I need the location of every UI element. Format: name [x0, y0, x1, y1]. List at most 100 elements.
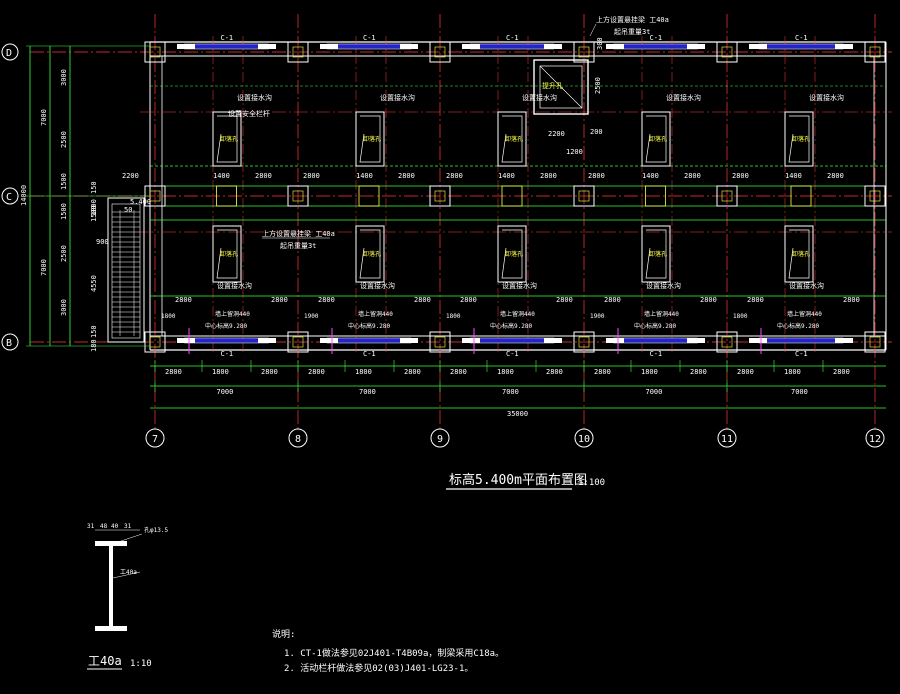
hoist-dim-2200: 2200: [548, 130, 565, 138]
notes-heading: 说明:: [272, 628, 295, 640]
opening-label: 卸落孔: [363, 250, 381, 258]
pipe-note: 墙上留洞440: [787, 310, 822, 318]
window-label: C-1: [221, 350, 234, 358]
dim-sub: 1800: [497, 368, 514, 376]
pipe-offset-dim: 1900: [304, 313, 319, 320]
window-label: C-1: [650, 350, 663, 358]
opening-box: [497, 225, 527, 283]
column-D11: [716, 41, 738, 63]
hoist-dim-200: 200: [590, 128, 603, 136]
grid-bubble-7: [145, 428, 165, 448]
column-core: [869, 190, 881, 202]
dim-left-inner: 3000: [60, 299, 68, 316]
pipe-note: 墙上留洞440: [644, 310, 679, 318]
window-frame: [606, 338, 624, 343]
equipment-pad: [358, 185, 380, 207]
pipe-note: 墙上留洞440: [358, 310, 393, 318]
railing-label: 设置安全栏杆: [228, 109, 270, 118]
dim-sub: 2800: [594, 368, 611, 376]
column-core: [149, 336, 161, 348]
column-D7: [144, 41, 166, 63]
dim-bay: 7000: [502, 388, 519, 396]
grid-bubble-label: 12: [869, 434, 881, 445]
opening-outline: [645, 229, 667, 279]
window-c1: [758, 337, 844, 344]
window-frame: [749, 338, 767, 343]
opening-box: [784, 111, 814, 167]
opening-label: 卸落孔: [792, 250, 810, 258]
window-label: C-1: [650, 34, 663, 42]
sec-profile-label: 工40a: [120, 569, 137, 576]
window-frame: [462, 338, 480, 343]
facility-label: 设置接水沟: [789, 281, 824, 290]
window-label: C-1: [363, 34, 376, 42]
opening-outline: [788, 115, 810, 163]
hoist-dim-300: 300: [596, 37, 604, 50]
grid-bubble-B: [1, 333, 19, 351]
window-frame: [687, 338, 705, 343]
sec-dim-48: 48: [100, 523, 108, 530]
dim-sub: 1800: [641, 368, 658, 376]
beam-note-mid-2: 起吊重量3t: [280, 242, 316, 250]
hoist-label: 提升孔: [542, 81, 563, 90]
opening-box: [784, 225, 814, 283]
equipment-pad: [790, 185, 812, 207]
dim-bay: 7000: [646, 388, 663, 396]
grid-bubble-label: 8: [295, 434, 301, 445]
column-C8: [287, 185, 309, 207]
dim-left-stair: 150: [90, 325, 98, 338]
window-frame: [749, 44, 767, 49]
dim-sub: 2800: [165, 368, 182, 376]
note-1: 1. CT-1做法参见02J401-T4B09a，制梁采用C18a。: [284, 647, 504, 659]
dim-bay: 7000: [791, 388, 808, 396]
dim-row: 2800: [732, 172, 749, 180]
equipment-pad: [216, 185, 237, 207]
column-core: [149, 46, 161, 58]
dim-row-lower: 2800: [604, 296, 621, 304]
dim-sub: 2800: [261, 368, 278, 376]
dim-stair: 900: [96, 238, 109, 246]
window-label: C-1: [506, 34, 519, 42]
opening-label: 卸落孔: [792, 135, 810, 143]
window-c1: [184, 43, 269, 50]
dim-row: 2800: [398, 172, 415, 180]
column-core: [292, 336, 304, 348]
column-core: [721, 190, 733, 202]
dim-row: 1400: [356, 172, 373, 180]
grid-bubble-label: 11: [721, 434, 733, 445]
dim-left-total: 14000: [20, 185, 28, 206]
opening-box: [497, 111, 527, 167]
dim-row: 2800: [540, 172, 557, 180]
dim-row-lower: 2800: [271, 296, 288, 304]
window-frame: [462, 44, 480, 49]
column-C11: [716, 185, 738, 207]
column-core: [578, 336, 590, 348]
opening-label: 卸落孔: [649, 250, 667, 258]
opening-outline: [501, 115, 523, 163]
column-core: [578, 46, 590, 58]
sec-dim-40: 40: [111, 523, 119, 530]
dim-row-lower: 2800: [700, 296, 717, 304]
pipe-note: 中心标高9.280: [205, 322, 247, 330]
window-frame: [544, 338, 562, 343]
column-core: [578, 190, 590, 202]
dim-sub: 2800: [546, 368, 563, 376]
facility-label: 设置接水沟: [360, 281, 395, 290]
opening-outline: [501, 229, 523, 279]
window-c1: [613, 337, 698, 344]
column-D8: [287, 41, 309, 63]
stair: 5.400: [107, 197, 151, 343]
column-B10: [573, 331, 595, 353]
dim-row: 1400: [498, 172, 515, 180]
opening-box: [641, 111, 671, 167]
facility-label: 设置接水沟: [666, 93, 701, 102]
note-2: 2. 活动栏杆做法参见02(03)J401-LG23-1。: [284, 662, 473, 674]
pipe-offset-dim: 1800: [733, 313, 748, 320]
opening-box: [212, 111, 242, 167]
stair-elevation: 5.400: [130, 198, 151, 206]
window-frame: [400, 44, 418, 49]
dim-top-left: 2200: [122, 172, 139, 180]
hoist-dim-1200: 1200: [566, 148, 583, 156]
